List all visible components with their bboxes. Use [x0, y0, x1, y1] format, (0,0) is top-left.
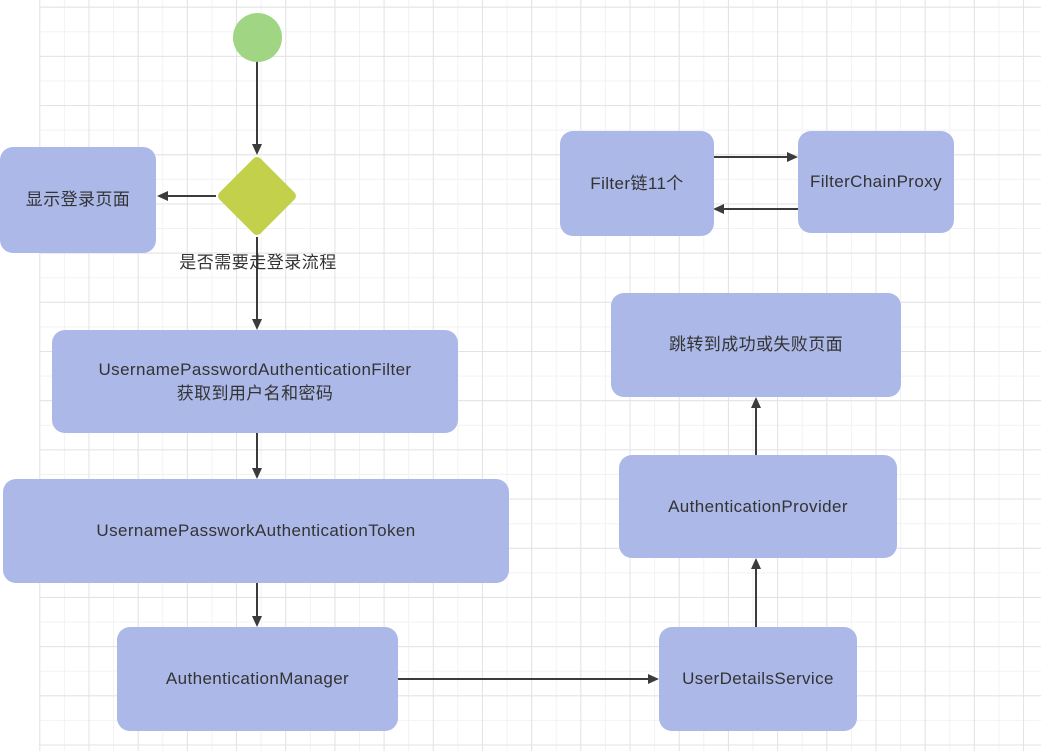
flow-node-start-circle[interactable]: [233, 13, 282, 62]
node-label: AuthenticationProvider: [668, 496, 848, 516]
connector-start-to-decision[interactable]: [256, 61, 258, 146]
flow-node-user-details-service[interactable]: UserDetailsService: [659, 627, 857, 731]
arrowhead-down-icon: [252, 144, 262, 155]
flow-node-show-login-page[interactable]: 显示登录页面: [0, 147, 156, 253]
flow-node-authentication-manager[interactable]: AuthenticationManager: [117, 627, 398, 731]
flow-node-jump-to-success-or-fail-page[interactable]: 跳转到成功或失败页面: [611, 293, 901, 397]
arrowhead-right-icon: [787, 152, 798, 162]
connector-token-to-manager[interactable]: [256, 583, 258, 617]
node-label: 显示登录页面: [25, 190, 131, 209]
flow-node-authentication-provider[interactable]: AuthenticationProvider: [619, 455, 897, 558]
connector-decision-to-show-login[interactable]: [168, 195, 216, 197]
connector-manager-to-user-details[interactable]: [397, 678, 648, 680]
node-label: Filter链11个: [590, 173, 684, 193]
connector-decision-to-filter[interactable]: [256, 237, 258, 320]
decision-label: 是否需要走登录流程: [179, 253, 337, 272]
connector-filter-to-token[interactable]: [256, 433, 258, 469]
connector-provider-to-jump[interactable]: [755, 408, 757, 455]
flow-node-filter-chain-11[interactable]: Filter链11个: [560, 131, 714, 236]
node-label: AuthenticationManager: [165, 669, 350, 688]
arrowhead-down-icon: [252, 319, 262, 330]
arrowhead-up-icon: [751, 397, 761, 408]
node-label-line1: UsernamePasswordAuthenticationFilter: [98, 359, 412, 379]
flow-node-decision-diamond[interactable]: [215, 154, 299, 238]
node-label: UsernamePassworkAuthenticationToken: [96, 521, 416, 540]
flow-node-username-password-authentication-filter[interactable]: UsernamePasswordAuthenticationFilter 获取到…: [52, 330, 458, 433]
arrowhead-right-icon: [648, 674, 659, 684]
connector-filter-chain-to-proxy[interactable]: [713, 156, 788, 158]
arrowhead-left-icon: [713, 204, 724, 214]
arrowhead-down-icon: [252, 468, 262, 479]
node-label: FilterChainProxy: [809, 172, 943, 191]
canvas-left-margin: [0, 0, 39, 751]
flow-node-filter-chain-proxy[interactable]: FilterChainProxy: [798, 131, 954, 233]
node-label-line2: 获取到用户名和密码: [176, 383, 334, 403]
node-label: 跳转到成功或失败页面: [669, 335, 843, 354]
arrowhead-left-icon: [157, 191, 168, 201]
arrowhead-up-icon: [751, 558, 761, 569]
connector-proxy-to-filter-chain[interactable]: [724, 208, 798, 210]
flow-node-username-password-authentication-token[interactable]: UsernamePassworkAuthenticationToken: [3, 479, 509, 583]
connector-user-details-to-provider[interactable]: [755, 569, 757, 627]
node-label: UserDetailsService: [682, 669, 834, 688]
arrowhead-down-icon: [252, 616, 262, 627]
